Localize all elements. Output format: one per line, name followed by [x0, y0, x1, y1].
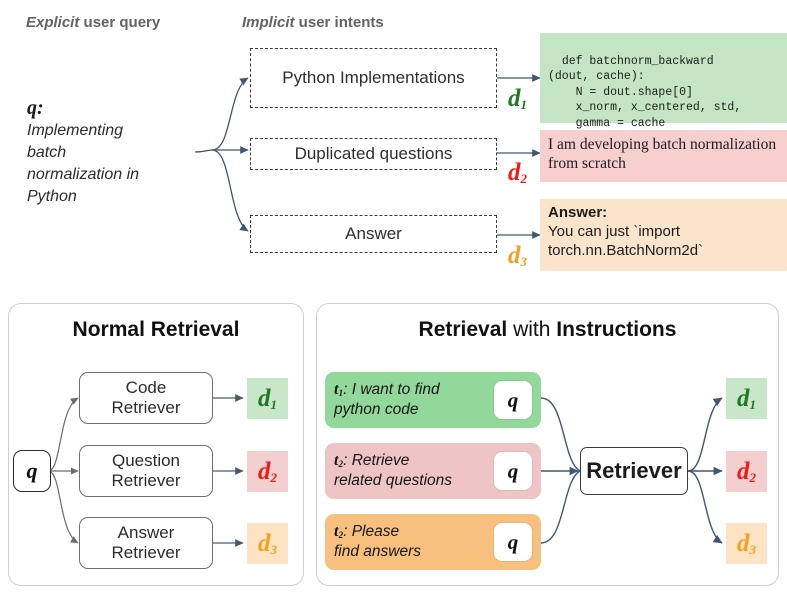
code-retriever-box[interactable]: Code Retriever: [79, 372, 213, 424]
doc-label-d3: d3: [508, 243, 527, 268]
doc-label-letter: d: [508, 85, 521, 112]
rwi-title-part3: Instructions: [556, 318, 677, 341]
code-retriever-line1: Code: [125, 378, 167, 398]
instruction-1-query-chip[interactable]: q: [494, 381, 532, 419]
doc-label-letter: d: [508, 159, 521, 186]
left-output-d2: d2: [247, 451, 288, 492]
normal-retrieval-title-text: Normal Retrieval: [72, 318, 240, 341]
retriever-label: Retriever: [586, 458, 682, 483]
answer-text: You can just `import torch.nn.BatchNorm2…: [548, 222, 704, 259]
answer-heading: Answer:: [548, 204, 608, 221]
explicit-header-emphasis: Explicit: [26, 14, 80, 31]
code-text: def batchnorm_backward (dout, cache): N …: [548, 54, 742, 130]
document-code-snippet: def batchnorm_backward (dout, cache): N …: [540, 33, 787, 130]
rwi-title-part1: Retrieval: [418, 318, 508, 341]
left-output-d1-label: d1: [258, 385, 277, 412]
right-output-d2-label: d2: [737, 458, 756, 485]
query-symbol: q:: [27, 97, 44, 119]
left-output-d1: d1: [247, 378, 288, 419]
answer-retriever-box[interactable]: Answer Retriever: [79, 517, 213, 569]
rwi-title-part2: with: [507, 318, 557, 341]
left-query-chip-label: q: [26, 458, 38, 483]
doc-label-subscript: 3: [520, 253, 528, 269]
doc-label-letter: d: [737, 530, 750, 557]
question-retriever-box[interactable]: Question Retriever: [79, 445, 213, 497]
doc-label-letter: d: [258, 530, 271, 557]
intent-label: Answer: [345, 223, 402, 243]
doc-label-letter: d: [508, 242, 521, 269]
document-duplicate-question: I am developing batch normalization from…: [540, 130, 787, 182]
implicit-header-emphasis: Implicit: [242, 14, 295, 31]
normal-retrieval-title: Normal Retrieval: [8, 318, 304, 342]
query-text: Implementing batch normalization in Pyth…: [27, 122, 140, 206]
instruction-1-tag: t1: [334, 381, 344, 400]
answer-retriever-line1: Answer: [117, 523, 175, 543]
duplicate-question-text: I am developing batch normalization from…: [548, 136, 777, 173]
implicit-intents-header: Implicit user intents: [242, 14, 384, 31]
explicit-query-header: Explicit user query: [26, 14, 160, 31]
explicit-header-rest: user query: [79, 14, 161, 31]
doc-label-letter: d: [737, 385, 750, 412]
question-retriever-line2: Retriever: [111, 471, 181, 490]
left-output-d3: d3: [247, 523, 288, 564]
right-output-d2: d2: [726, 451, 767, 492]
right-output-d1-label: d1: [737, 385, 756, 412]
doc-label-subscript: 2: [520, 170, 528, 186]
doc-label-d1: d1: [508, 86, 527, 111]
retriever-box[interactable]: Retriever: [580, 447, 688, 495]
intent-label: Python Implementations: [282, 67, 465, 87]
doc-label-subscript: 1: [520, 96, 528, 112]
doc-label-d2: d2: [508, 160, 527, 185]
instruction-3-query-chip[interactable]: q: [494, 523, 532, 561]
intent-box-python-implementations[interactable]: Python Implementations: [250, 48, 497, 108]
right-output-d1: d1: [726, 378, 767, 419]
doc-label-letter: d: [258, 385, 271, 412]
right-output-d3: d3: [726, 523, 767, 564]
intent-box-duplicated-questions[interactable]: Duplicated questions: [250, 138, 497, 170]
doc-label-letter: d: [737, 458, 750, 485]
instruction-2-query-chip[interactable]: q: [494, 452, 532, 490]
answer-retriever-line2: Retriever: [111, 543, 181, 562]
retrieval-with-instructions-title: Retrieval with Instructions: [316, 318, 779, 342]
left-output-d3-label: d3: [258, 530, 277, 557]
document-answer: Answer: You can just `import torch.nn.Ba…: [540, 199, 787, 271]
intent-label: Duplicated questions: [294, 143, 453, 163]
intent-box-answer[interactable]: Answer: [250, 215, 497, 253]
instruction-2-tag: t2: [334, 452, 344, 471]
instruction-3-tag: t2: [334, 523, 344, 542]
implicit-header-rest: user intents: [294, 14, 384, 31]
question-retriever-line1: Question: [111, 451, 181, 471]
right-output-d3-label: d3: [737, 530, 756, 557]
doc-label-letter: d: [258, 458, 271, 485]
left-query-chip[interactable]: q: [13, 450, 51, 492]
code-retriever-line2: Retriever: [111, 398, 181, 417]
left-output-d2-label: d2: [258, 458, 277, 485]
